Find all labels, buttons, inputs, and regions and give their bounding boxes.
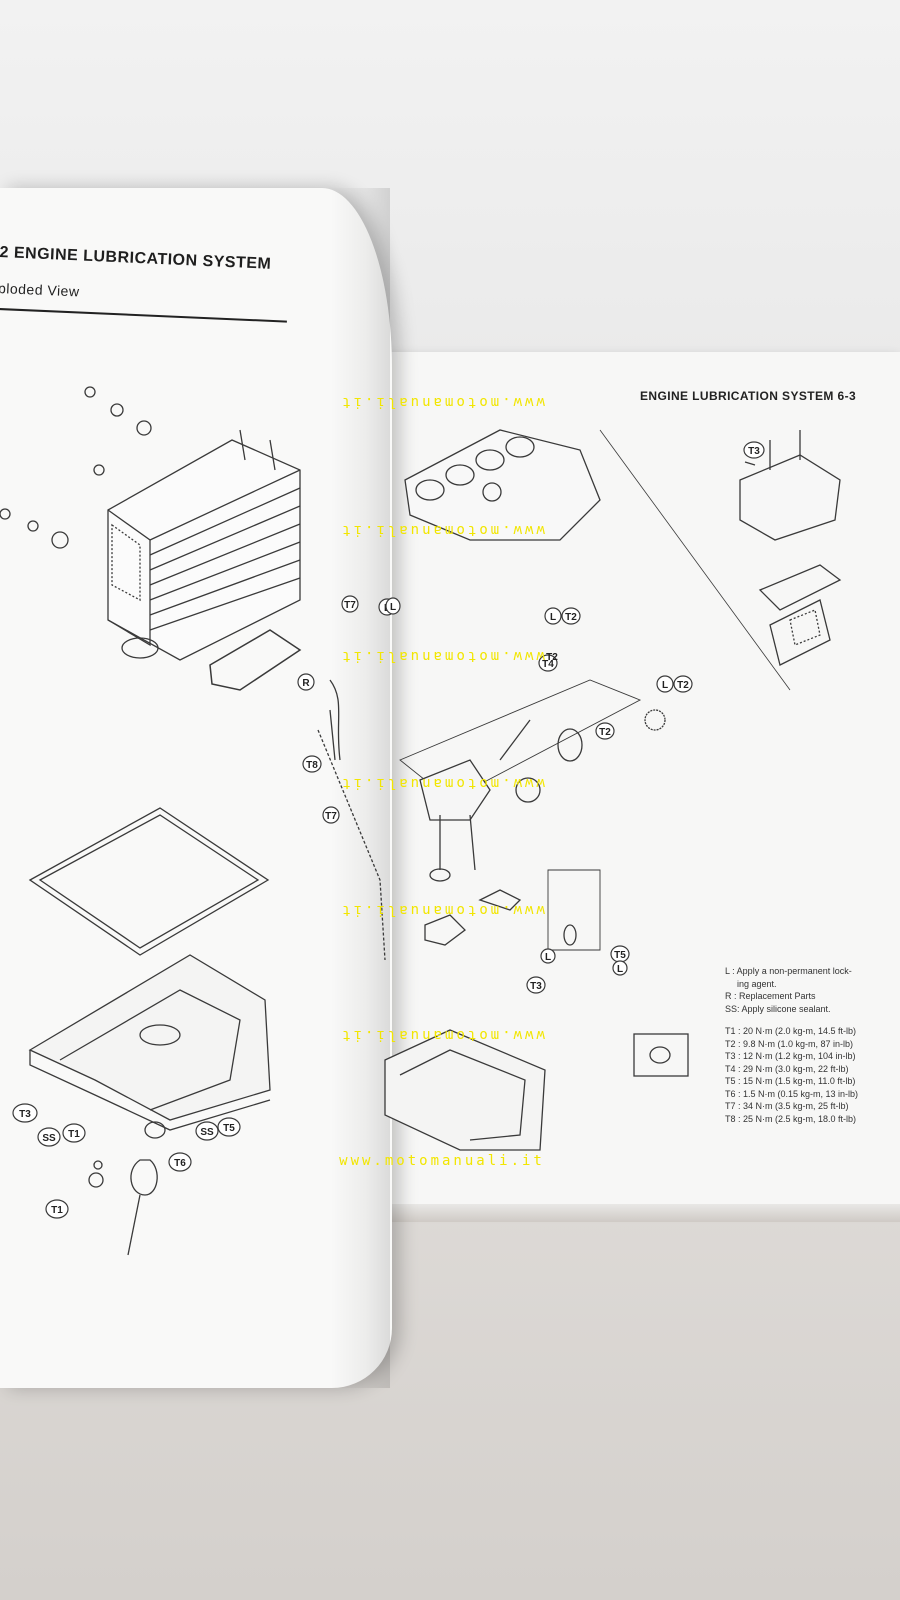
torque-t3: T3 : 12 N·m (1.2 kg-m, 104 in-lb) (725, 1051, 856, 1061)
page-stack-edge (380, 1204, 900, 1222)
legend: L : Apply a non-permanent lock- ing agen… (725, 965, 885, 1125)
callout-t2-right: T2 (561, 607, 581, 625)
callout-l-right-2: L (656, 675, 674, 693)
watermark-text: www.motomanuali.it (339, 394, 545, 410)
svg-text:T1: T1 (51, 1205, 63, 1216)
callout-t5-right: T5 (610, 945, 630, 963)
oil-pan-illustration (28, 954, 271, 1256)
watermark-text: www.motomanuali.it (339, 648, 545, 664)
svg-text:T2: T2 (546, 652, 558, 663)
legend-note: SS: Apply silicone sealant. (725, 1003, 831, 1014)
crankcase-illustration (404, 429, 791, 691)
callout-t6-left: T6 (168, 1152, 192, 1172)
callout-t3-left: T3 (12, 1103, 38, 1123)
callout-t5-left: T5 (217, 1117, 241, 1137)
svg-text:L: L (550, 612, 556, 623)
watermark-text: www.motomanuali.it (339, 1027, 545, 1043)
callout-t2-right-2: T2 (673, 675, 693, 693)
inset-plug (649, 1046, 671, 1064)
torque-t6: T6 : 1.5 N·m (0.15 kg-m, 13 in-lb) (725, 1088, 859, 1099)
torque-t8: T8 : 25 N·m (2.5 kg-m, 18.0 ft-lb) (725, 1113, 857, 1124)
right-page-title: ENGINE LUBRICATION SYSTEM 6-3 (640, 389, 857, 403)
callout-t8-left: T8 (302, 755, 322, 773)
oil-cooler-illustration (0, 386, 301, 661)
legend-note: L : Apply a non-permanent lock- (725, 966, 852, 976)
gasket-illustration (28, 807, 270, 956)
torque-t7: T7 : 34 N·m (3.5 kg-m, 25 ft-lb) (725, 1101, 849, 1111)
svg-text:T3: T3 (19, 1109, 31, 1120)
torque-t2: T2 : 9.8 N·m (1.0 kg-m, 87 in-lb) (725, 1038, 854, 1049)
svg-text:L: L (662, 680, 668, 691)
svg-text:T6: T6 (174, 1158, 186, 1169)
callout-l-right: L (544, 607, 562, 625)
torque-t5: T5 : 15 N·m (1.5 kg-m, 11.0 ft-lb) (725, 1076, 856, 1086)
bracket-illustration (209, 629, 302, 691)
legend-note: R : Replacement Parts (725, 991, 816, 1001)
legend-note: ing agent. (737, 978, 777, 989)
svg-text:T3: T3 (748, 446, 760, 457)
svg-text:T7: T7 (325, 811, 337, 822)
cover-and-strainer-illustration (739, 430, 842, 666)
callout-ss-left: SS (37, 1127, 61, 1147)
inset-box (633, 1033, 689, 1077)
callout-t4-right: T4 (538, 654, 558, 672)
svg-text:T2: T2 (677, 680, 689, 691)
callout-r-left: R (297, 673, 315, 691)
svg-text:T2: T2 (599, 727, 611, 738)
callout-ss-left-2: SS (195, 1121, 219, 1141)
torque-t1: T1 : 20 N·m (2.0 kg-m, 14.5 ft-lb) (725, 1026, 857, 1036)
callout-t3-right-2: T3 (526, 976, 546, 994)
callout-t1-left: T1 (62, 1123, 86, 1143)
svg-text:L: L (545, 952, 551, 963)
callout-t7-left-2: T7 (322, 806, 340, 824)
svg-text:L: L (390, 602, 396, 613)
callout-l-right-5: L (540, 948, 556, 964)
svg-text:T8: T8 (306, 760, 318, 771)
svg-text:T2: T2 (565, 612, 577, 623)
watermark-text: www.motomanuali.it (339, 522, 545, 538)
callout-t1-left-2: T1 (45, 1199, 69, 1219)
callout-t2-right-3: T2 (595, 722, 615, 740)
oil-pump-illustration (419, 709, 666, 951)
callout-t3-right: T3 (743, 441, 765, 459)
svg-text:T7: T7 (344, 600, 356, 611)
watermark-text: www.motomanuali.it (339, 902, 545, 918)
svg-text:T5: T5 (614, 950, 626, 961)
svg-text:SS: SS (42, 1133, 56, 1144)
svg-text:T4: T4 (542, 659, 554, 670)
svg-text:R: R (302, 678, 310, 689)
left-page (0, 188, 392, 1388)
legend-gap (725, 1015, 885, 1025)
callout-badges: T3 SS T1 SS T5 T6 T1 T7 L R T8 T7 T3 L T… (12, 441, 765, 1219)
callout-l-right-4: L (612, 960, 628, 976)
oil-pipe-illustration (329, 679, 341, 761)
callout-t7-left: T7 (341, 595, 359, 613)
svg-text:T3: T3 (530, 981, 542, 992)
watermark-text: www.motomanuali.it (339, 775, 545, 791)
svg-text:T5: T5 (223, 1123, 235, 1134)
callout-l-right-3: L (385, 597, 401, 615)
svg-text:T1: T1 (68, 1129, 80, 1140)
svg-text:SS: SS (200, 1127, 214, 1138)
svg-text:L: L (617, 964, 623, 975)
watermark-text: www.motomanuali.it (339, 1153, 545, 1169)
torque-t4: T4 : 29 N·m (3.0 kg-m, 22 ft-lb) (725, 1063, 849, 1074)
oil-pan-illustration-right (384, 1029, 546, 1151)
callout-t2-right-4: T2 (546, 652, 558, 663)
